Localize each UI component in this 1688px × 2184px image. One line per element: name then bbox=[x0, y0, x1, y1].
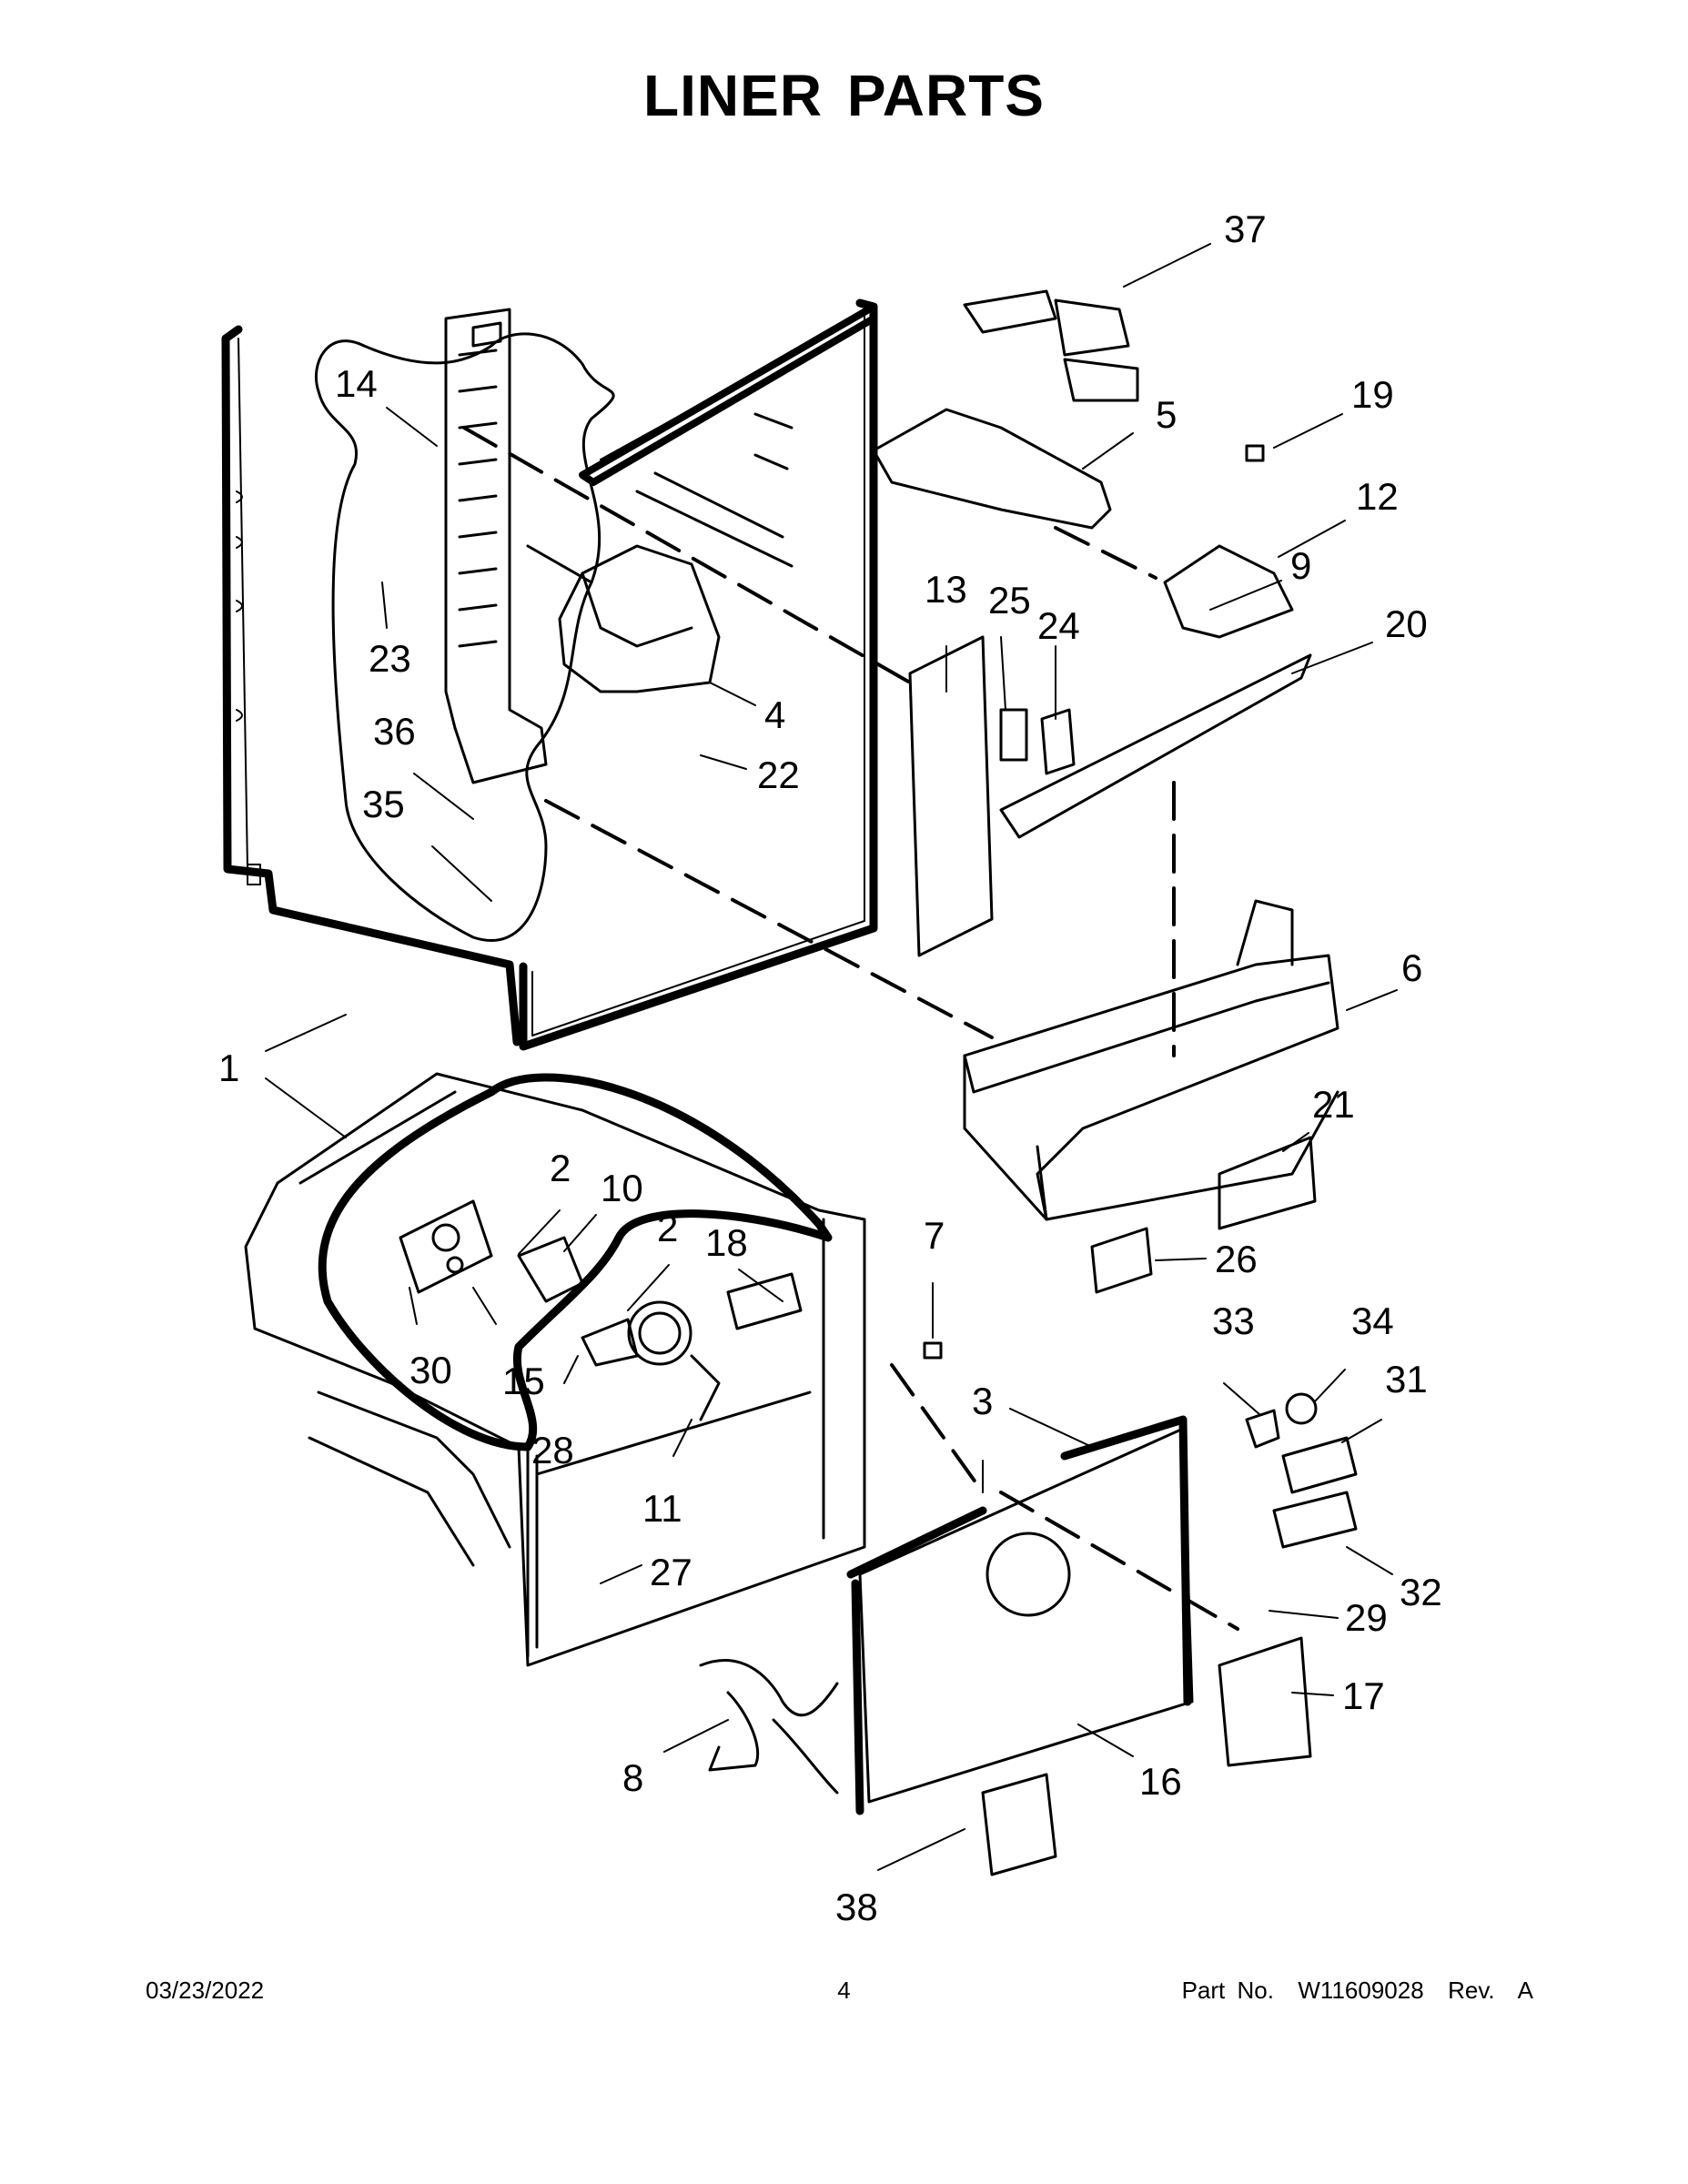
callout-29: 29 bbox=[1345, 1596, 1388, 1639]
callout-6: 6 bbox=[1401, 946, 1422, 989]
part-21 bbox=[1218, 1136, 1317, 1230]
part-38 bbox=[981, 1773, 1057, 1876]
callout-32: 32 bbox=[1400, 1571, 1442, 1613]
callout-5: 5 bbox=[1156, 393, 1177, 436]
part-7 bbox=[923, 1341, 943, 1360]
part-34 bbox=[1285, 1392, 1318, 1425]
cutaway-outline bbox=[314, 332, 615, 942]
part-17 bbox=[1218, 1636, 1312, 1767]
callout-20: 20 bbox=[1385, 602, 1428, 645]
callout-9: 9 bbox=[1290, 544, 1311, 587]
fresh-food-liner bbox=[221, 298, 878, 1051]
part-25 bbox=[999, 708, 1028, 762]
part-32 bbox=[1272, 1491, 1358, 1549]
callout-30: 30 bbox=[409, 1349, 452, 1391]
callout-19: 19 bbox=[1351, 373, 1394, 416]
callout-16: 16 bbox=[1139, 1760, 1182, 1803]
callout-38: 38 bbox=[835, 1886, 878, 1928]
callout-24: 24 bbox=[1037, 604, 1080, 647]
part-26 bbox=[1090, 1227, 1153, 1294]
callout-35: 35 bbox=[362, 783, 405, 825]
fan-assembly bbox=[399, 1199, 803, 1421]
part-19 bbox=[1245, 444, 1265, 462]
callout-2b: 2 bbox=[657, 1207, 678, 1249]
wire-harness bbox=[699, 1659, 839, 1795]
callout-17: 17 bbox=[1342, 1674, 1385, 1717]
guide-lines bbox=[462, 426, 1239, 1631]
part-12 bbox=[1163, 544, 1294, 639]
freezer-liner bbox=[244, 1072, 866, 1667]
callout-labels: 37 5 19 12 9 20 14 13 25 24 23 4 36 22 3… bbox=[218, 207, 1442, 1928]
callout-4: 4 bbox=[764, 693, 785, 736]
footer-date: 03/23/2022 bbox=[146, 1977, 265, 2004]
callout-7: 7 bbox=[924, 1214, 945, 1257]
callout-25: 25 bbox=[988, 579, 1031, 622]
part-31 bbox=[1281, 1436, 1358, 1494]
callout-34: 34 bbox=[1351, 1299, 1394, 1342]
callout-3: 3 bbox=[972, 1380, 993, 1422]
air-tower bbox=[444, 308, 548, 784]
part-37 bbox=[963, 289, 1139, 402]
callout-14: 14 bbox=[335, 362, 378, 405]
callout-23: 23 bbox=[369, 637, 411, 680]
callout-21: 21 bbox=[1312, 1083, 1355, 1126]
callout-26: 26 bbox=[1215, 1238, 1258, 1280]
rear-panel bbox=[846, 1415, 1194, 1815]
callout-8: 8 bbox=[622, 1756, 643, 1799]
footer-part-number: Part No. W11609028 Rev. A bbox=[1181, 1977, 1533, 2004]
footer-page-number: 4 bbox=[837, 1977, 851, 2004]
callout-11: 11 bbox=[642, 1487, 682, 1530]
part-33 bbox=[1245, 1409, 1280, 1449]
ice-maker-housing bbox=[526, 544, 721, 693]
leader-lines bbox=[265, 243, 1398, 1871]
callout-33: 33 bbox=[1212, 1299, 1255, 1342]
callout-13: 13 bbox=[925, 568, 967, 611]
callout-36: 36 bbox=[373, 710, 416, 753]
part-5 bbox=[872, 408, 1112, 530]
callout-18: 18 bbox=[705, 1221, 748, 1264]
part-20 bbox=[999, 653, 1312, 839]
control-box bbox=[963, 899, 1339, 1221]
callout-31: 31 bbox=[1385, 1358, 1428, 1400]
callout-1: 1 bbox=[218, 1046, 239, 1089]
page-title: LINER PARTS bbox=[643, 63, 1045, 128]
callout-27: 27 bbox=[650, 1551, 692, 1593]
callout-37: 37 bbox=[1224, 207, 1267, 250]
callout-10: 10 bbox=[601, 1167, 643, 1209]
part-24 bbox=[1040, 708, 1076, 775]
part-13 bbox=[908, 635, 994, 957]
callout-28: 28 bbox=[531, 1429, 574, 1471]
freezer-gasket bbox=[318, 1073, 833, 1451]
callout-12: 12 bbox=[1356, 475, 1399, 518]
callout-2a: 2 bbox=[550, 1147, 571, 1189]
callout-22: 22 bbox=[757, 753, 800, 796]
callout-15: 15 bbox=[502, 1360, 545, 1402]
